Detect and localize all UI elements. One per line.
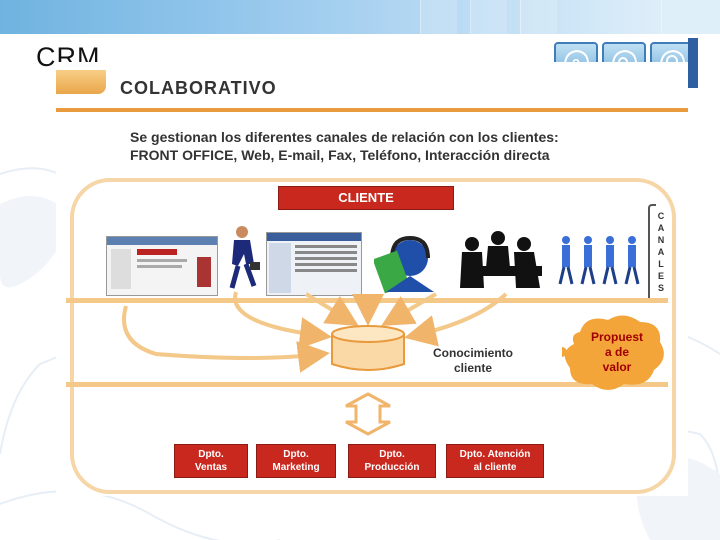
- canales-letter: A: [657, 247, 665, 257]
- top-banner: [0, 0, 720, 34]
- department-atencion-cliente: Dpto. Atención al cliente: [446, 444, 544, 478]
- banner-tile: [470, 0, 507, 34]
- knowledge-line-1: Conocimiento: [433, 346, 513, 360]
- section-title: COLABORATIVO: [120, 78, 277, 98]
- intro-text: Se gestionan los diferentes canales de r…: [130, 128, 650, 164]
- canales-vertical-label: C A N A L E S: [656, 210, 666, 294]
- website-screenshot-image: [106, 236, 218, 296]
- canales-letter: C: [657, 211, 665, 221]
- department-marketing: Dpto. Marketing: [256, 444, 336, 478]
- collaborative-crm-diagram: COLABORATIVO Se gestionan los diferentes…: [56, 62, 688, 496]
- value-proposal-label: Propuest a de valor: [572, 330, 662, 375]
- dept-line-2: Ventas: [194, 462, 228, 473]
- knowledge-divider: [66, 382, 668, 387]
- canales-letter: E: [657, 271, 664, 281]
- call-center-agent-image: [372, 232, 438, 294]
- customer-knowledge-label: Conocimiento cliente: [418, 346, 528, 376]
- dept-line-2: al cliente: [473, 462, 517, 473]
- meeting-people-image: [452, 228, 552, 294]
- businessman-running-image: [224, 224, 264, 294]
- intro-line-2: FRONT OFFICE, Web, E-mail, Fax, Teléfono…: [130, 147, 550, 163]
- bidirectional-arrow-icon: [345, 392, 391, 436]
- dept-line-2: Producción: [364, 462, 420, 473]
- diagram-frame: [70, 178, 676, 494]
- banner-tile: [420, 0, 457, 34]
- dept-line-1: Dpto.: [379, 449, 405, 460]
- email-client-screenshot-image: [266, 232, 362, 296]
- header-accent-bar: [688, 38, 698, 88]
- flow-arrows: [122, 291, 508, 373]
- cliente-label: CLIENTE: [278, 186, 454, 210]
- department-produccion: Dpto. Producción: [348, 444, 436, 478]
- section-divider: [56, 108, 688, 112]
- section-tab: [56, 70, 106, 94]
- intro-line-1: Se gestionan los diferentes canales de r…: [130, 129, 559, 145]
- dept-line-2: Marketing: [272, 462, 320, 473]
- value-line-1: Propuest: [590, 330, 643, 344]
- value-line-3: valor: [602, 360, 632, 374]
- canales-letter: L: [658, 259, 664, 269]
- dept-line-1: Dpto.: [198, 449, 224, 460]
- department-ventas: Dpto. Ventas: [174, 444, 248, 478]
- people-group-image: [558, 232, 644, 294]
- canales-letter: S: [657, 283, 664, 293]
- value-line-2: a de: [604, 345, 629, 359]
- knowledge-line-2: cliente: [453, 361, 492, 375]
- banner-tile: [520, 0, 557, 34]
- canales-letter: A: [657, 223, 665, 233]
- canales-letter: N: [657, 235, 665, 245]
- banner-tile: [661, 0, 720, 34]
- dept-line-1: Dpto. Atención: [459, 449, 531, 460]
- dept-line-1: Dpto.: [283, 449, 309, 460]
- customer-database-icon: [331, 325, 405, 371]
- value-proposal-cloud: [562, 315, 664, 390]
